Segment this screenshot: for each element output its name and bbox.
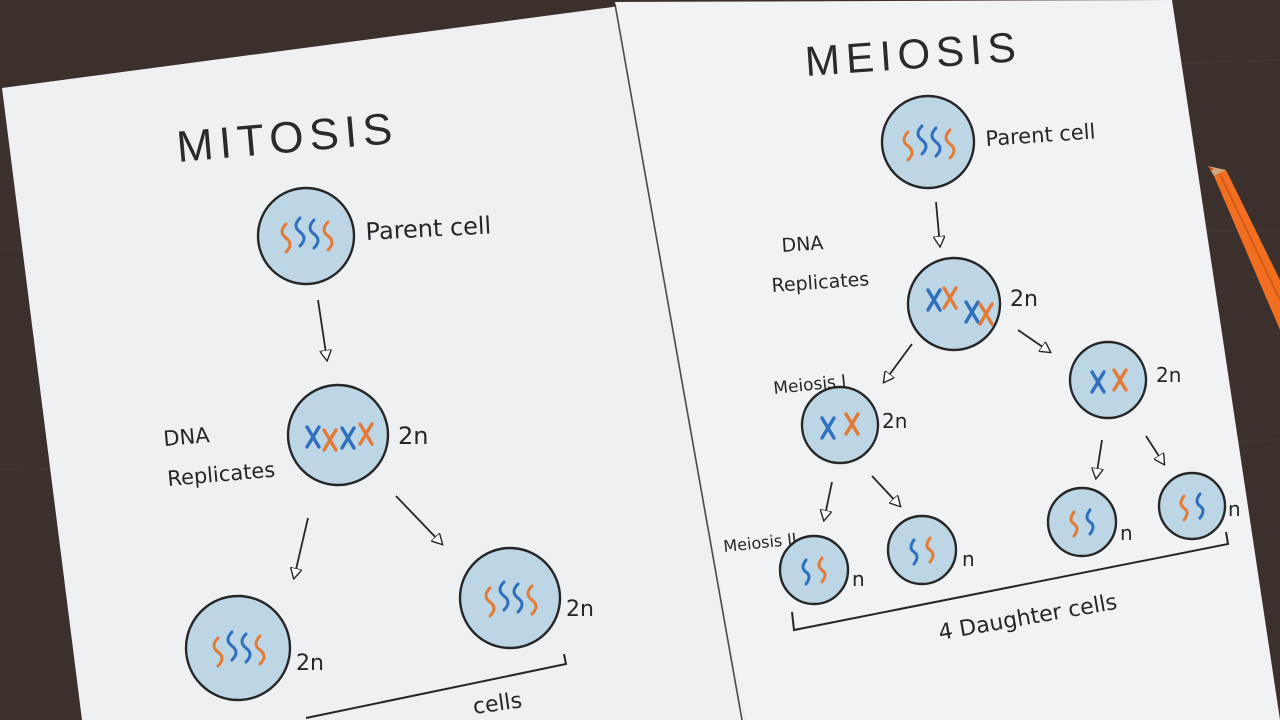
mitosis-replicated-ploidy: 2n (398, 422, 428, 450)
mitosis-daughter-cell-right (458, 546, 562, 650)
mitosis-parent-cell (256, 186, 356, 286)
mitosis-dna-label-line1: DNA (162, 423, 211, 451)
meiosis-1-cell-left (800, 385, 880, 465)
meiosis-final-3-ploidy: n (1120, 521, 1133, 545)
mitosis-replicated-cell (286, 383, 390, 487)
meiosis-arrow-m2-d (1145, 435, 1164, 464)
meiosis-arrow-m1-left (884, 343, 913, 382)
meiosis-final-cell-4 (1157, 471, 1227, 541)
meiosis-final-cell-3 (1046, 486, 1118, 558)
meiosis-bracket-line (791, 531, 1230, 632)
meiosis-arrow-down (936, 201, 940, 246)
mitosis-bracket-line (305, 653, 568, 719)
mitosis-section: MITOSIS Parent cell 2n DNA Replicates 2n (162, 104, 594, 720)
right-paper-sheet (615, 0, 1280, 720)
paper-fold-line (614, 3, 743, 720)
mitosis-parent-label: Parent cell (365, 211, 492, 246)
meiosis-arrow-m2-c (1096, 439, 1102, 478)
orange-pencil (1208, 166, 1280, 330)
mitosis-daughter-left-ploidy: 2n (296, 651, 324, 676)
meiosis-1-left-ploidy: 2n (882, 409, 907, 433)
meiosis-dna-label-line1: DNA (781, 232, 824, 257)
mitosis-arrow-right (395, 495, 442, 544)
left-paper-sheet (2, 6, 745, 720)
meiosis-final-4-ploidy: n (1228, 497, 1241, 521)
meiosis-final-2-ploidy: n (962, 547, 975, 571)
meiosis-final-1-ploidy: n (852, 567, 865, 591)
meiosis-arrow-m2-b (871, 475, 900, 506)
meiosis-final-cell-2 (886, 514, 958, 586)
meiosis-parent-cell (880, 94, 976, 190)
mitosis-arrow-down (317, 299, 327, 360)
meiosis-arrow-m2-a (824, 481, 833, 520)
meiosis-arrow-m1-right (1017, 329, 1050, 352)
meiosis-replicated-ploidy: 2n (1010, 287, 1038, 312)
mitosis-daughter-right-ploidy: 2n (566, 597, 594, 622)
meiosis-final-cell-1 (778, 534, 850, 606)
mitosis-arrow-left (294, 517, 309, 578)
meiosis-1-right-ploidy: 2n (1156, 363, 1181, 387)
meiosis-replicated-cell (906, 256, 1002, 352)
meiosis-1-cell-right (1068, 340, 1148, 420)
mitosis-daughter-cell-left (184, 594, 292, 702)
